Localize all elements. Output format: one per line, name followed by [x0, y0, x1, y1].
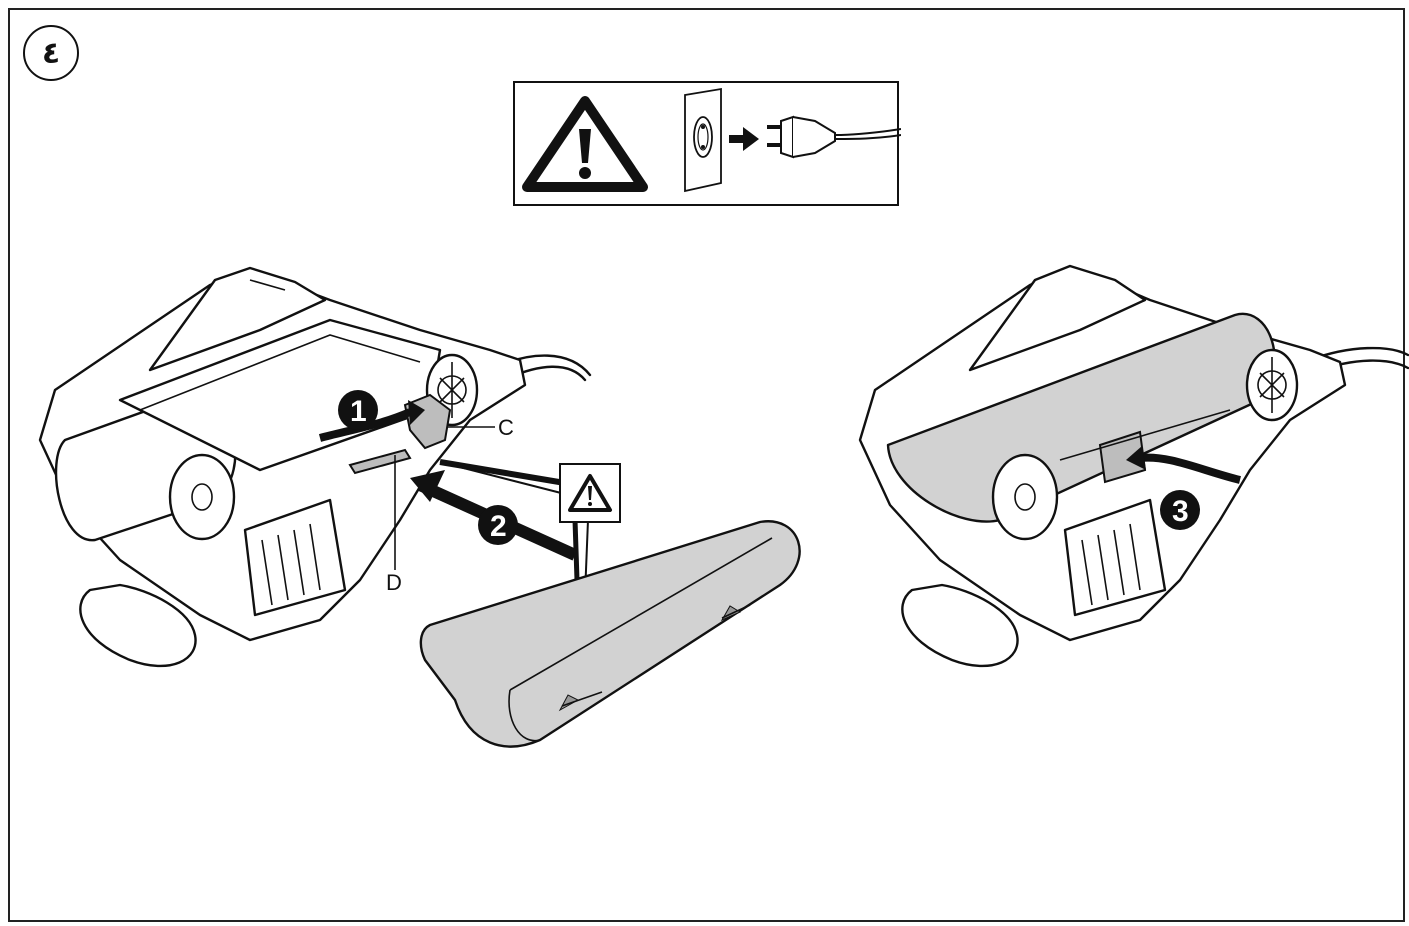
label-c: C — [498, 415, 514, 440]
sander-open-lever — [38, 266, 592, 671]
step-1-number: 1 — [350, 395, 367, 428]
right-arrow-icon — [729, 127, 759, 151]
sanding-belt — [419, 520, 801, 748]
safety-instruction-graphic — [522, 87, 901, 193]
wall-socket-icon — [684, 87, 722, 193]
belt-warning-sign — [559, 463, 621, 523]
warning-triangle-icon — [522, 96, 648, 192]
label-d: D — [386, 570, 402, 595]
safety-instruction-box — [513, 81, 901, 206]
step-number-badge: ٤ — [23, 25, 79, 81]
unplug-from-socket-icon — [767, 115, 901, 159]
sander-belt-fitted — [858, 264, 1409, 668]
step-number: ٤ — [41, 35, 61, 71]
step-2-number: 2 — [490, 510, 507, 543]
step-3-number: 3 — [1172, 495, 1189, 528]
